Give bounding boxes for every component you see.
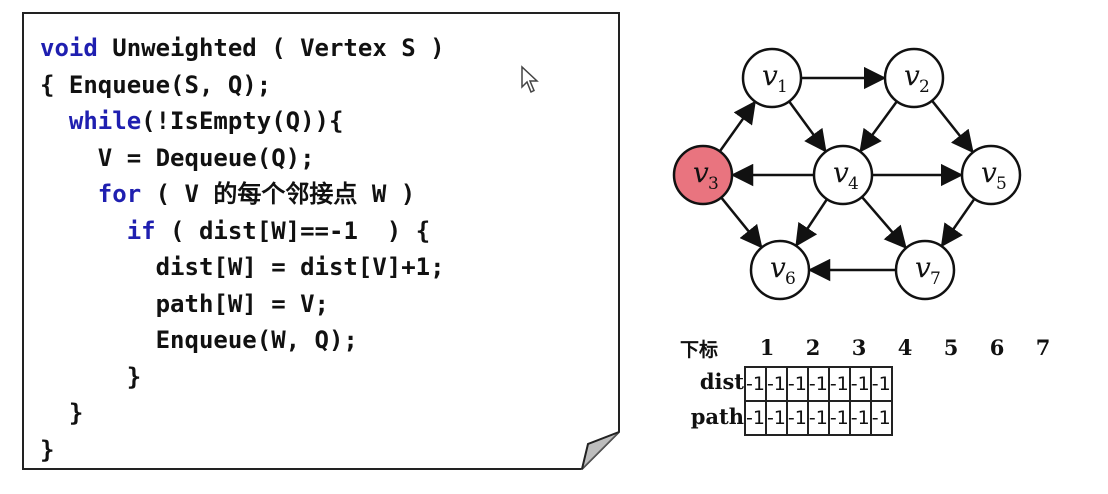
code-text: } bbox=[40, 362, 142, 391]
node-circle bbox=[741, 47, 803, 109]
code-line: while(!IsEmpty(Q)){ bbox=[40, 103, 445, 140]
code-line: dist[W] = dist[V]+1; bbox=[40, 249, 445, 286]
code-line: } bbox=[40, 395, 445, 432]
node-subscript: 3 bbox=[708, 174, 719, 194]
code-keyword: void bbox=[40, 34, 98, 62]
index-header-cell: 4 bbox=[897, 335, 913, 360]
code-keyword: if bbox=[126, 216, 156, 245]
code-line: void Unweighted ( Vertex S ) bbox=[40, 30, 445, 67]
code-line: } bbox=[40, 359, 445, 396]
code-text: Enqueue(W, Q); bbox=[40, 326, 358, 354]
table-cell: -1 bbox=[848, 366, 872, 402]
node-label: v bbox=[981, 156, 997, 189]
table-row-dist: -1-1-1-1-1-1-1 bbox=[744, 366, 893, 402]
node-subscript: 5 bbox=[996, 174, 1007, 194]
index-header-cell: 3 bbox=[851, 335, 867, 360]
code-line: V = Dequeue(Q); bbox=[40, 140, 445, 177]
code-text: (!IsEmpty(Q)){ bbox=[141, 107, 344, 135]
edge-v2-v5 bbox=[931, 99, 974, 154]
edge-v4-v6 bbox=[795, 198, 829, 247]
code-line: { Enqueue(S, Q); bbox=[40, 67, 445, 104]
node-label: v bbox=[915, 251, 931, 284]
code-text: ( dist[W]==-1 ) { bbox=[155, 216, 431, 245]
node-circle bbox=[894, 239, 956, 301]
value-grid: -1-1-1-1-1-1-1-1-1-1-1-1-1-1 bbox=[744, 366, 893, 436]
table-cell: -1 bbox=[764, 366, 788, 402]
node-label: v bbox=[770, 251, 786, 284]
edge-v5-v7 bbox=[940, 198, 976, 248]
edge-v4-v7 bbox=[861, 196, 907, 249]
node-subscript: 6 bbox=[785, 269, 796, 289]
index-header-cell: 5 bbox=[943, 335, 959, 360]
edge-v2-v4 bbox=[859, 100, 898, 153]
node-circle bbox=[672, 144, 734, 206]
code-text: ( V 的每个邻接点 W ) bbox=[141, 180, 416, 208]
edge-v1-v4 bbox=[788, 100, 827, 153]
graph-edges bbox=[718, 66, 976, 282]
index-header-label: 下标 bbox=[680, 339, 719, 361]
node-label: v bbox=[904, 59, 920, 92]
code-keyword: while bbox=[68, 107, 142, 135]
node-subscript: 4 bbox=[848, 174, 859, 194]
index-header-cell: 2 bbox=[805, 335, 821, 360]
table-cell: -1 bbox=[827, 366, 851, 402]
mouse-cursor-icon bbox=[521, 65, 539, 94]
code-text: } bbox=[40, 435, 55, 464]
node-circle bbox=[812, 144, 874, 206]
code-line: Enqueue(W, Q); bbox=[40, 322, 445, 359]
table-cell: -1 bbox=[869, 400, 893, 436]
table-cell: -1 bbox=[764, 400, 788, 436]
code-text: dist[W] = dist[V]+1; bbox=[40, 253, 445, 281]
table-cell: -1 bbox=[806, 366, 830, 402]
edge-v3-v1 bbox=[718, 100, 756, 153]
table-cell: -1 bbox=[848, 400, 872, 436]
edge-v3-v6 bbox=[720, 196, 763, 249]
node-circle bbox=[749, 239, 811, 301]
node-circle bbox=[883, 47, 945, 109]
code-text: V = Dequeue(Q); bbox=[40, 143, 315, 172]
index-header-row: 下标 1 2 3 4 5 6 7 bbox=[672, 333, 1072, 365]
index-header-cell: 7 bbox=[1035, 335, 1051, 360]
card-background bbox=[22, 12, 620, 470]
code-block: void Unweighted ( Vertex S ) { Enqueue(S,… bbox=[40, 30, 445, 468]
code-text: Unweighted ( Vertex S ) bbox=[97, 34, 445, 62]
table-cell: -1 bbox=[744, 400, 767, 436]
table-cell: -1 bbox=[806, 400, 830, 436]
code-text: path[W] = V; bbox=[40, 289, 329, 318]
node-subscript: 7 bbox=[930, 269, 941, 289]
code-text: } bbox=[40, 399, 84, 427]
code-card: void Unweighted ( Vertex S ) { Enqueue(S,… bbox=[22, 12, 622, 470]
table-cell: -1 bbox=[785, 366, 809, 402]
code-keyword: for bbox=[97, 180, 142, 208]
table-cell: -1 bbox=[744, 366, 767, 402]
code-line: } bbox=[40, 432, 445, 469]
code-line: path[W] = V; bbox=[40, 286, 445, 323]
node-label: v bbox=[693, 156, 709, 189]
dist-row-label: dist bbox=[699, 369, 744, 394]
node-label: v bbox=[762, 59, 778, 92]
table-row-path: -1-1-1-1-1-1-1 bbox=[744, 400, 893, 436]
code-line: for ( V 的每个邻接点 W ) bbox=[40, 176, 445, 213]
table-cell: -1 bbox=[785, 400, 809, 436]
node-label: v bbox=[833, 156, 849, 189]
table-cell: -1 bbox=[827, 400, 851, 436]
table-cell: -1 bbox=[869, 366, 893, 402]
node-subscript: 1 bbox=[777, 77, 788, 97]
code-line: if ( dist[W]==-1 ) { bbox=[40, 213, 445, 250]
index-header-cell: 1 bbox=[759, 335, 775, 360]
path-row-label: path bbox=[690, 404, 744, 429]
index-header-cell: 6 bbox=[989, 335, 1005, 360]
node-circle bbox=[960, 144, 1022, 206]
node-subscript: 2 bbox=[919, 77, 930, 97]
code-text: { Enqueue(S, Q); bbox=[40, 70, 272, 99]
